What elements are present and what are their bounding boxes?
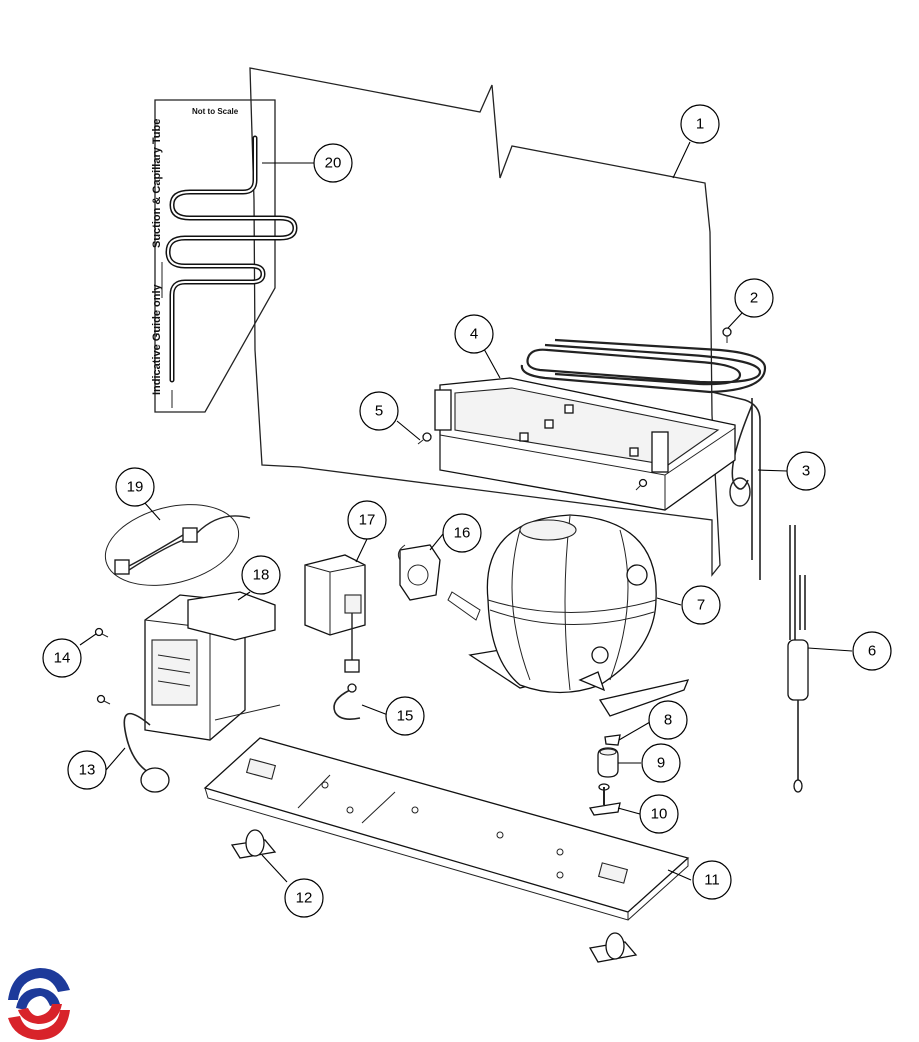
mounting-pin [588, 783, 621, 816]
brand-logo [5, 968, 71, 1040]
callout-15: 15 [385, 696, 425, 736]
screw-14b [96, 694, 111, 705]
callout-6: 6 [852, 631, 892, 671]
svg-text:2: 2 [750, 290, 758, 307]
svg-text:16: 16 [454, 525, 471, 542]
control-box [144, 591, 281, 741]
callout-20: 20 [313, 143, 353, 183]
svg-text:18: 18 [253, 567, 270, 584]
svg-text:14: 14 [54, 650, 71, 667]
clip [604, 734, 621, 746]
callout-11: 11 [692, 860, 732, 900]
callout-19: 19 [115, 467, 155, 507]
base-plate [203, 737, 690, 921]
callout-13: 13 [67, 750, 107, 790]
roller-rear [588, 932, 638, 963]
starter-relay-assembly [304, 554, 366, 673]
callout-16: 16 [442, 513, 482, 553]
svg-text:1: 1 [696, 116, 704, 133]
roller-front [230, 829, 277, 859]
wiring-harness [104, 504, 251, 586]
callout-7: 7 [681, 585, 721, 625]
overload-protector [123, 712, 170, 793]
callout-14: 14 [42, 638, 82, 678]
svg-text:15: 15 [397, 708, 414, 725]
svg-text:7: 7 [697, 597, 705, 614]
screw-5 [417, 432, 432, 445]
drier-filter [787, 525, 809, 793]
svg-text:17: 17 [359, 512, 376, 529]
callout-8: 8 [648, 700, 688, 740]
condenser-coil [520, 338, 767, 580]
callout-17: 17 [347, 500, 387, 540]
svg-text:9: 9 [657, 755, 665, 772]
cabinet-back-panel [249, 67, 721, 577]
svg-text:3: 3 [802, 463, 810, 480]
drain-pan [434, 377, 736, 511]
callout-1: 1 [680, 104, 720, 144]
callout-9: 9 [641, 743, 681, 783]
leader-lines [79, 141, 853, 883]
callout-18: 18 [241, 555, 281, 595]
compressor [447, 514, 690, 717]
grommet [597, 747, 619, 778]
callout-5: 5 [359, 391, 399, 431]
callout-2: 2 [734, 278, 774, 318]
indicative-guide-label: Indicative Guide only [151, 283, 163, 395]
svg-text:11: 11 [704, 872, 720, 889]
svg-text:6: 6 [868, 643, 876, 660]
screw-14a [94, 627, 109, 638]
callout-12: 12 [284, 878, 324, 918]
svg-text:8: 8 [664, 712, 672, 729]
svg-text:4: 4 [470, 326, 478, 343]
not-to-scale-label: Not to Scale [192, 107, 239, 116]
power-cord-lead [333, 683, 361, 720]
svg-text:10: 10 [651, 806, 668, 823]
svg-text:5: 5 [375, 403, 383, 420]
svg-text:19: 19 [127, 479, 144, 496]
capillary-tube-drawing [165, 135, 298, 408]
callout-10: 10 [639, 794, 679, 834]
relay [397, 544, 441, 601]
svg-text:20: 20 [325, 155, 342, 172]
svg-text:12: 12 [296, 890, 313, 907]
callout-3: 3 [786, 451, 826, 491]
suction-capillary-guide: Not to Scale Suction & Capillary Tube In… [151, 99, 298, 413]
suction-tube-label: Suction & Capillary Tube [151, 119, 163, 248]
callout-4: 4 [454, 314, 494, 354]
screw-2 [722, 327, 732, 343]
screw-drain [635, 478, 648, 491]
svg-text:13: 13 [79, 762, 96, 779]
